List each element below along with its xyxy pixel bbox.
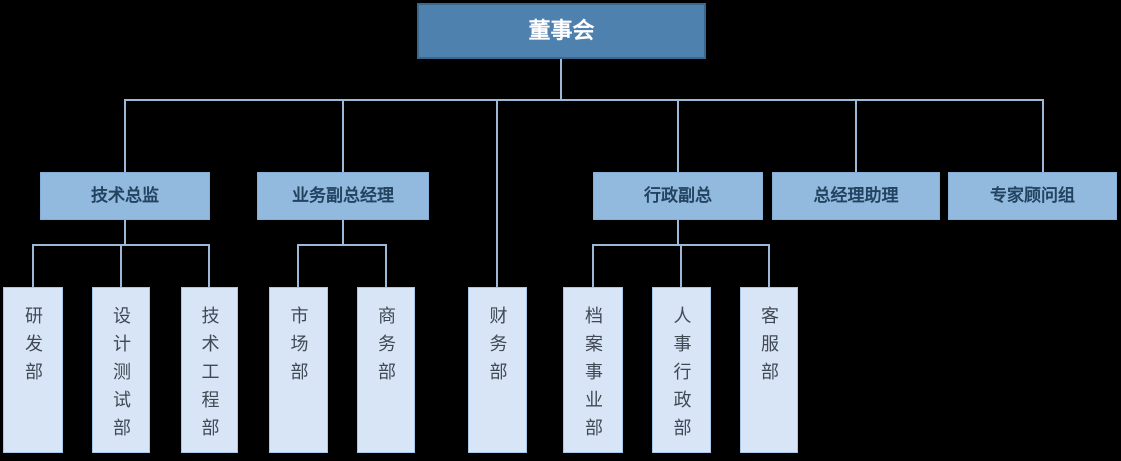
connector-root-stem [560,59,562,100]
org-node-archives-dept[interactable]: 档案事业部 [563,287,623,453]
connector-drop-finance-dept [496,99,498,287]
org-node-finance-dept-label: 财务部 [487,306,508,390]
connector-tech-stem [124,220,126,245]
org-node-hr-admin-dept[interactable]: 人事行政部 [652,287,711,453]
connector-drop-design-test-dept [120,244,122,287]
connector-drop-gm-assistant [855,99,857,172]
connector-admin-stem [677,220,679,245]
connector-business-bar [297,244,387,246]
org-node-design-test-dept-label: 设计测试部 [111,306,131,446]
org-node-tech-director[interactable]: 技术总监 [40,172,210,220]
org-node-finance-dept[interactable]: 财务部 [468,287,527,453]
connector-drop-commerce-dept [385,244,387,287]
org-node-board[interactable]: 董事会 [417,3,706,59]
org-node-admin-vp[interactable]: 行政副总 [593,172,763,220]
org-node-customer-service-dept[interactable]: 客服部 [740,287,798,453]
org-node-marketing-dept-label: 市场部 [288,306,309,390]
org-node-marketing-dept[interactable]: 市场部 [269,287,328,453]
org-node-business-vp[interactable]: 业务副总经理 [257,172,429,220]
connector-level1-bar [124,99,1044,101]
org-node-customer-service-dept-label: 客服部 [759,306,779,390]
connector-drop-expert-group [1042,99,1044,172]
org-node-archives-dept-label: 档案事业部 [583,306,603,446]
connector-drop-customer-service-dept [768,244,770,287]
connector-business-stem [342,220,344,245]
connector-drop-admin-vp [677,99,679,172]
org-node-gm-assistant[interactable]: 总经理助理 [772,172,940,220]
org-node-rd-dept-label: 研发部 [23,306,43,390]
connector-drop-tech-director [124,99,126,172]
org-node-design-test-dept[interactable]: 设计测试部 [92,287,150,453]
org-node-commerce-dept-label: 商务部 [376,306,396,390]
connector-drop-tech-eng-dept [208,244,210,287]
connector-drop-rd-dept [32,244,34,287]
connector-drop-marketing-dept [297,244,299,287]
connector-drop-hr-admin-dept [680,244,682,287]
org-node-tech-eng-dept-label: 技术工程部 [199,306,220,446]
org-node-expert-group[interactable]: 专家顾问组 [948,172,1117,220]
connector-drop-business-vp [342,99,344,172]
connector-drop-archives-dept [592,244,594,287]
org-node-hr-admin-dept-label: 人事行政部 [671,306,692,446]
org-node-tech-eng-dept[interactable]: 技术工程部 [181,287,238,453]
org-node-rd-dept[interactable]: 研发部 [3,287,63,453]
org-node-commerce-dept[interactable]: 商务部 [357,287,415,453]
